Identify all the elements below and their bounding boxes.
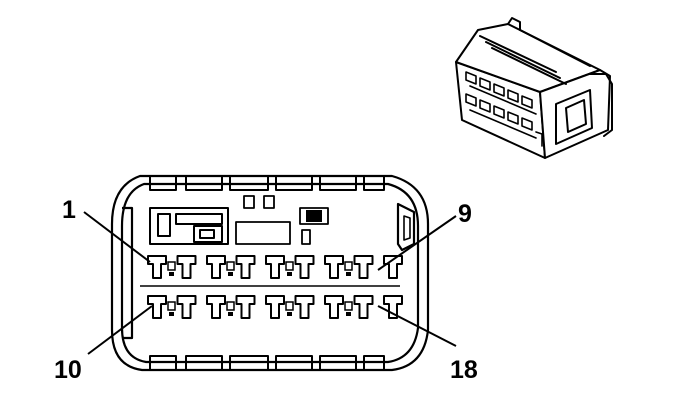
cavity-latch-mark: [169, 312, 174, 316]
cavity-latch: [285, 301, 294, 311]
position-mark-2: [263, 195, 275, 209]
connector-housing-inner: [120, 182, 420, 364]
bottom-ribs: [149, 355, 385, 370]
connector-housing-outer: [110, 174, 430, 372]
pin-cavity-15: [294, 295, 315, 319]
cavity-latch-mark: [228, 272, 233, 276]
pin-cavity-18: [383, 295, 403, 319]
leader-line-18: [377, 305, 457, 347]
iso-lock: [589, 73, 613, 137]
pin-cavity-17: [353, 295, 374, 319]
position-mark-1: [243, 195, 255, 209]
pin-cavity-7: [324, 255, 344, 279]
leader-line-10: [87, 305, 153, 355]
top-ribs: [149, 176, 385, 191]
leader-lines: [83, 211, 457, 355]
cavity-latch-mark: [169, 272, 174, 276]
cavity-latch-mark: [346, 272, 351, 276]
leader-line-1: [83, 211, 151, 263]
cavity-latch: [344, 261, 353, 271]
key-feature: [149, 207, 229, 245]
pin-cavity-11: [176, 295, 197, 319]
pin-cavity-4: [235, 255, 256, 279]
pin-cavity-6: [294, 255, 315, 279]
cavity-latch: [344, 301, 353, 311]
iso-cavities: [465, 71, 543, 147]
lock-tab: [396, 202, 416, 252]
iso-latch: [507, 17, 521, 31]
pin-row-bottom: [147, 295, 403, 319]
pin-cavity-13: [235, 295, 256, 319]
cavity-latch: [285, 261, 294, 271]
pin-cavity-1: [147, 255, 167, 279]
pin-cavity-16: [324, 295, 344, 319]
cavity-latch-mark: [287, 312, 292, 316]
center-slot: [235, 221, 291, 245]
pin-cavity-14: [265, 295, 285, 319]
cavity-latch-mark: [346, 312, 351, 316]
pin-cavity-12: [206, 295, 226, 319]
cavity-latch-mark: [228, 312, 233, 316]
pin-label-9: 9: [458, 200, 472, 228]
pin-label-18: 18: [450, 356, 478, 384]
pin-cavity-8: [353, 255, 374, 279]
small-slot: [301, 229, 311, 245]
cavity-latch: [226, 261, 235, 271]
leader-line-9: [377, 215, 457, 271]
left-side-rail: [122, 206, 134, 340]
pin-cavity-3: [206, 255, 226, 279]
right-window: [299, 207, 329, 225]
cavity-latch: [167, 301, 176, 311]
pin-cavity-10: [147, 295, 167, 319]
connector-isometric-view: [455, 17, 613, 159]
cavity-latch: [226, 301, 235, 311]
pin-cavity-2: [176, 255, 197, 279]
pin-cavity-5: [265, 255, 285, 279]
cavity-latch: [167, 261, 176, 271]
cavity-latch-mark: [287, 272, 292, 276]
pin-row-top: [147, 255, 403, 279]
pin-label-1: 1: [62, 196, 76, 224]
pin-label-10: 10: [54, 356, 82, 384]
connector-face-view: [110, 174, 430, 372]
